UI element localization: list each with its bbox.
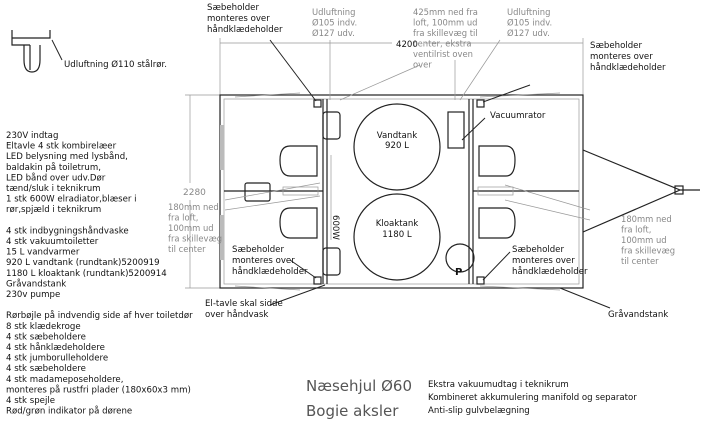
- spec-line: LED belysning med lysbånd,: [6, 151, 128, 162]
- spec-line: Rørbøjle på indvendig side af hver toile…: [6, 310, 193, 321]
- spec-line: 920 L vandtank (rundtank)5200919: [6, 258, 160, 268]
- spec-line: tænd/sluk i teknikrum: [6, 184, 101, 194]
- nose-wheel-label: Næsehjul Ø60: [306, 377, 412, 395]
- footer-note: Kombineret akkumulering manifold og sepa…: [428, 393, 637, 403]
- water-tank: [353, 103, 441, 191]
- sewage-tank-volume: 1180 L: [382, 230, 412, 240]
- spec-line: Rød/grøn indikator på dørene: [6, 406, 132, 417]
- toilets: [244, 99, 516, 285]
- spec-line: baldakin på toiletrum,: [6, 162, 101, 173]
- vacuumrator-label: Vacuumrator: [490, 111, 546, 121]
- vent-position-note: 425mm ned fra: [413, 7, 478, 17]
- spec-line: 1 stk 600W elradiator,blæser i: [6, 195, 137, 205]
- sewage-tank: [353, 193, 441, 281]
- mount-position-note: 180mm ned: [621, 214, 672, 224]
- spec-line: 1180 L kloaktank (rundtank)5200914: [6, 269, 167, 279]
- spec-line: 15 L vandvarmer: [6, 248, 80, 258]
- mount-position-note: 100mm ud: [621, 235, 667, 245]
- spec-line: Gråvandstank: [6, 278, 66, 289]
- vent-note: Ø127 udv.: [507, 28, 550, 38]
- soap-holder-note: håndklædeholder: [232, 266, 308, 277]
- soap-holder-note: monteres over: [512, 256, 575, 266]
- spec-line: monteres på rustfri plader (180x60x3 mm): [6, 384, 191, 395]
- vent-note: Ø127 udv.: [312, 28, 355, 38]
- pump-label: P: [455, 267, 462, 278]
- footer-note: Ekstra vakuumudtag i teknikrum: [428, 380, 569, 390]
- soap-holder-note: monteres over: [207, 14, 270, 24]
- vent-note: Udluftning: [312, 7, 355, 17]
- mount-position-note: til center: [168, 244, 206, 254]
- length-dimension: 4200: [396, 40, 418, 50]
- spec-line: 230v pumpe: [6, 290, 60, 300]
- eltavle-note: over håndvask: [205, 309, 268, 320]
- spec-line: 4 stk madameposeholdere,: [6, 375, 123, 385]
- mount-position-note: til center: [621, 256, 659, 266]
- soap-holder-note: Sæbeholder: [232, 245, 284, 255]
- soap-holder-note: håndklædeholder: [512, 266, 588, 277]
- footer-note: Anti-slip gulvbelægning: [428, 406, 530, 416]
- spec-line: 4 stk spejle: [6, 396, 55, 406]
- vent-note: Ø105 indv.: [507, 18, 552, 28]
- spec-line: 4 stk hånklædeholdere: [6, 342, 105, 353]
- spec-line: Eltavle 4 stk kombirelæer: [6, 142, 117, 152]
- axle-label: Bogie aksler: [306, 402, 399, 420]
- vent-position-note: over: [413, 60, 432, 70]
- eltavle-note: El-tavle skal sidde: [205, 299, 283, 309]
- spec-line: 4 stk indbygningshåndvaske: [6, 225, 129, 236]
- heater-label: 600W: [330, 215, 340, 240]
- soap-holder-note: Sæbeholder: [207, 3, 259, 13]
- mount-position-note: fra loft,: [621, 225, 651, 235]
- soap-holder-note: Sæbeholder: [512, 245, 564, 255]
- spec-line: LED bånd over udv.Dør: [6, 172, 106, 183]
- spec-line: 4 stk sæbeholdere: [6, 364, 86, 374]
- mount-position-note: 100mm ud: [168, 223, 214, 233]
- greywater-tank-label: Gråvandstank: [608, 309, 668, 320]
- soap-holder-note: monteres over: [232, 256, 295, 266]
- soap-holder-note: monteres over: [590, 52, 653, 62]
- mount-position-note: fra loft,: [168, 213, 198, 223]
- spec-line: 4 stk sæbeholdere: [6, 332, 86, 342]
- water-tank-label: Vandtank: [377, 131, 417, 141]
- spec-line: rør,spjæld i teknikrum: [6, 205, 101, 215]
- mount-position-note: fra skillevæg: [168, 234, 222, 244]
- vent-note: Ø105 indv.: [312, 18, 357, 28]
- mount-position-note: fra skillevæg: [621, 246, 675, 256]
- spec-line: 230V indtag: [6, 131, 58, 141]
- leader-lines: [224, 39, 611, 309]
- mount-position-note: 180mm ned: [168, 202, 219, 212]
- vent-position-note: ventilrist oven: [413, 49, 473, 59]
- spec-line: 8 stk klædekroge: [6, 322, 81, 332]
- width-dimension: 2280: [183, 188, 206, 198]
- soap-holder-note: håndklædeholder: [207, 24, 283, 35]
- vent-position-note: center, ekstra: [413, 39, 472, 49]
- vent-pipe-label: Udluftning Ø110 stålrør.: [64, 59, 167, 70]
- spec-line: 4 stk jumborulleholdere: [6, 354, 108, 364]
- vent-position-note: fra skillevæg til: [413, 28, 478, 38]
- soap-holder-note: Sæbeholder: [590, 41, 642, 51]
- spec-line: 4 stk vakuumtoiletter: [6, 237, 99, 247]
- sewage-tank-label: Kloaktank: [376, 219, 419, 229]
- vent-pipe-detail: [11, 30, 63, 73]
- water-tank-volume: 920 L: [385, 141, 409, 151]
- vent-note: Udluftning: [507, 7, 550, 17]
- dimension-lines: [185, 38, 584, 289]
- vent-position-note: loft, 100mm ud: [413, 18, 477, 28]
- soap-holder-note: håndklædeholder: [590, 62, 666, 73]
